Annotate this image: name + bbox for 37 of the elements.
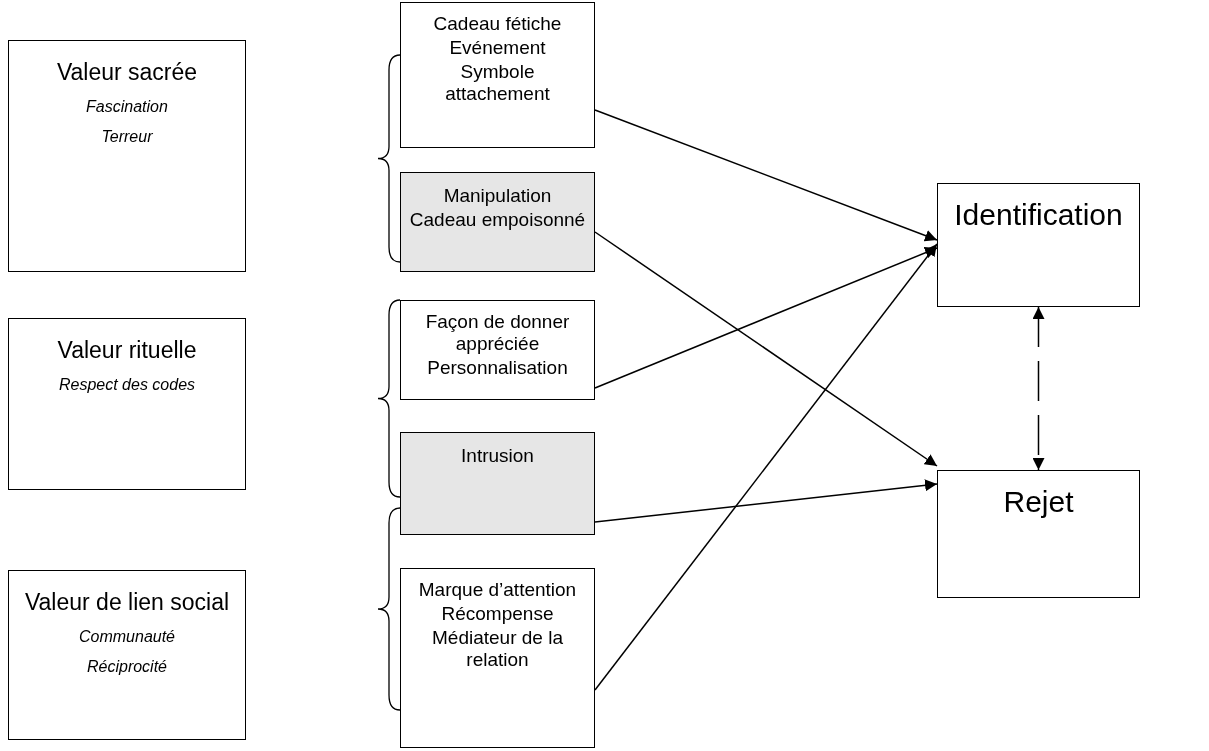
concept-box xyxy=(8,318,246,490)
concept-box xyxy=(937,183,1140,307)
box-text: Cadeau empoisonné xyxy=(409,209,586,231)
box-heading: Intrusion xyxy=(461,445,534,467)
box-heading: Valeur rituelle xyxy=(57,337,197,364)
arrow xyxy=(594,231,938,467)
box-text: Symbole attachement xyxy=(444,61,551,105)
box-text: Médiateur de la relation xyxy=(431,627,564,671)
concept-box xyxy=(937,470,1140,598)
box-heading: Cadeau fétiche xyxy=(433,13,562,35)
concept-box xyxy=(400,172,595,272)
concept-box xyxy=(400,568,595,748)
box-heading: Manipulation xyxy=(443,185,552,207)
box-heading: Identification xyxy=(954,198,1123,232)
box-heading: Façon de donner appréciée xyxy=(424,311,571,355)
arrow xyxy=(594,247,938,389)
box-text: Communauté xyxy=(78,628,175,646)
box-text: Respect des codes xyxy=(58,376,196,394)
box-text: Récompense xyxy=(441,603,554,625)
concept-box xyxy=(400,432,595,535)
concept-box xyxy=(400,2,595,148)
box-text: Terreur xyxy=(101,128,153,146)
arrow xyxy=(594,243,938,691)
arrow xyxy=(594,109,938,242)
box-heading: Valeur sacrée xyxy=(56,59,198,86)
box-heading: Valeur de lien social xyxy=(24,589,230,616)
concept-box xyxy=(8,570,246,740)
concept-box xyxy=(8,40,246,272)
box-text: Réciprocité xyxy=(87,658,167,676)
box-heading: Rejet xyxy=(1003,485,1074,519)
box-heading: Marque d’attention xyxy=(418,579,577,601)
box-text: Personnalisation xyxy=(427,357,568,379)
box-text: Fascination xyxy=(86,98,168,116)
concept-box xyxy=(400,300,595,400)
arrow xyxy=(594,479,938,523)
box-text: Evénement xyxy=(449,37,546,59)
arrow xyxy=(1032,306,1045,471)
